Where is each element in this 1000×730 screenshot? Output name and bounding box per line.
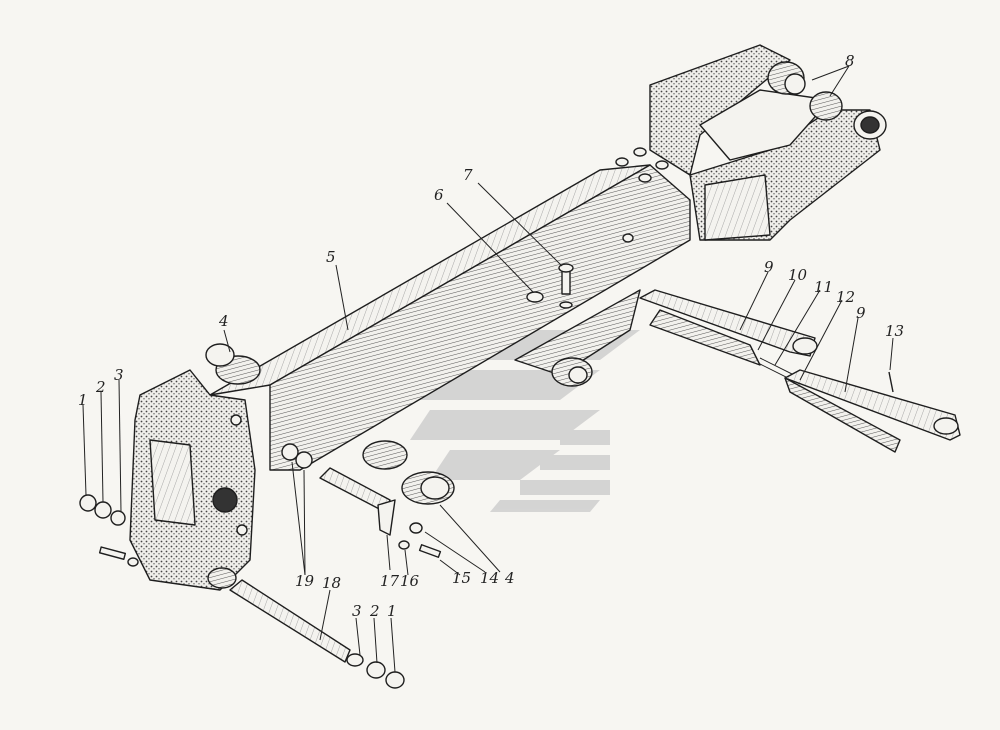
label-3-left: 3 — [114, 366, 124, 384]
washers-19 — [281, 443, 313, 469]
axle-18 — [207, 567, 405, 689]
rod-lower-9-12 — [784, 369, 961, 453]
nut-16 — [398, 540, 410, 550]
label-19: 19 — [295, 572, 315, 590]
beam-bolts — [615, 147, 669, 243]
left-nut-set — [79, 494, 139, 567]
main-beam — [209, 164, 691, 471]
bolt-7 — [558, 263, 574, 309]
rod-upper-9 — [639, 289, 818, 357]
label-18: 18 — [322, 574, 341, 592]
washer-6 — [526, 291, 544, 303]
label-17: 17 — [380, 572, 400, 590]
bushing-4-upper — [205, 343, 261, 385]
pin-13 — [888, 371, 894, 393]
leader-lines — [82, 65, 894, 673]
fork-end — [649, 44, 887, 241]
label-13: 13 — [885, 322, 904, 340]
label-4-upper: 4 — [218, 312, 229, 330]
label-1-left: 1 — [78, 391, 88, 409]
bushings-8 — [767, 61, 843, 121]
label-2-bottom: 2 — [369, 602, 380, 620]
label-7: 7 — [463, 166, 473, 184]
label-16: 16 — [400, 572, 420, 590]
beam-side-bushing — [551, 357, 593, 387]
label-4-lower: 4 — [504, 569, 515, 587]
label-5: 5 — [326, 248, 336, 266]
bushing-4-lower — [362, 440, 455, 505]
label-9-lower: 9 — [856, 304, 866, 322]
pin-17 — [319, 467, 396, 536]
label-9-upper: 9 — [764, 258, 774, 276]
bolt-15 — [418, 544, 442, 558]
label-6: 6 — [434, 186, 444, 204]
label-11: 11 — [814, 278, 833, 296]
fitting-14 — [409, 522, 423, 534]
label-14: 14 — [480, 569, 499, 587]
label-1-bottom: 1 — [387, 602, 397, 620]
label-10: 10 — [788, 266, 808, 284]
label-2-left: 2 — [95, 378, 106, 396]
label-3-bottom: 3 — [352, 602, 362, 620]
label-15: 15 — [452, 569, 471, 587]
label-8: 8 — [845, 52, 855, 70]
left-end-plate — [129, 369, 256, 591]
callout-labels: 8 7 6 5 4 9 10 11 12 9 13 3 2 1 4 14 15 … — [78, 52, 904, 620]
label-12: 12 — [836, 288, 855, 306]
